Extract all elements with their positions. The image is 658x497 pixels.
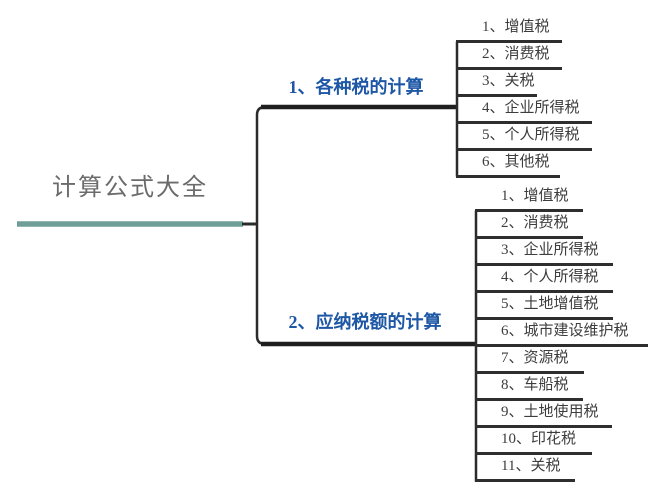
leaf-node[interactable]: 1、增值税 [475, 185, 583, 212]
leaf-node[interactable]: 6、城市建设维护税 [475, 320, 648, 347]
center-spine [255, 105, 266, 346]
leaf-node[interactable]: 2、消费税 [475, 212, 583, 239]
leaf-node[interactable]: 10、印花税 [475, 428, 592, 455]
leaf-node[interactable]: 4、个人所得税 [475, 266, 613, 293]
branch-node-2[interactable]: 2、应纳税额的计算 [288, 312, 442, 332]
leaf-node[interactable]: 1、增值税 [456, 16, 562, 43]
leaf-node[interactable]: 3、企业所得税 [475, 239, 613, 266]
leaf-node[interactable]: 3、关税 [456, 70, 537, 97]
leaf-node[interactable]: 4、企业所得税 [456, 97, 592, 124]
leaf-node[interactable]: 11、关税 [475, 455, 575, 482]
leaf-node[interactable]: 9、土地使用税 [475, 401, 612, 428]
branch-node-1[interactable]: 1、各种税的计算 [288, 77, 424, 97]
leaf-node[interactable]: 2、消费税 [456, 43, 562, 70]
leaf-node[interactable]: 8、车船税 [475, 374, 583, 401]
root-node[interactable]: 计算公式大全 [52, 175, 208, 201]
leaf-node[interactable]: 6、其他税 [456, 151, 560, 178]
leaf-node[interactable]: 5、个人所得税 [456, 124, 592, 151]
leaf-node[interactable]: 7、资源税 [475, 347, 584, 374]
leaf-node[interactable]: 5、土地增值税 [475, 293, 613, 320]
